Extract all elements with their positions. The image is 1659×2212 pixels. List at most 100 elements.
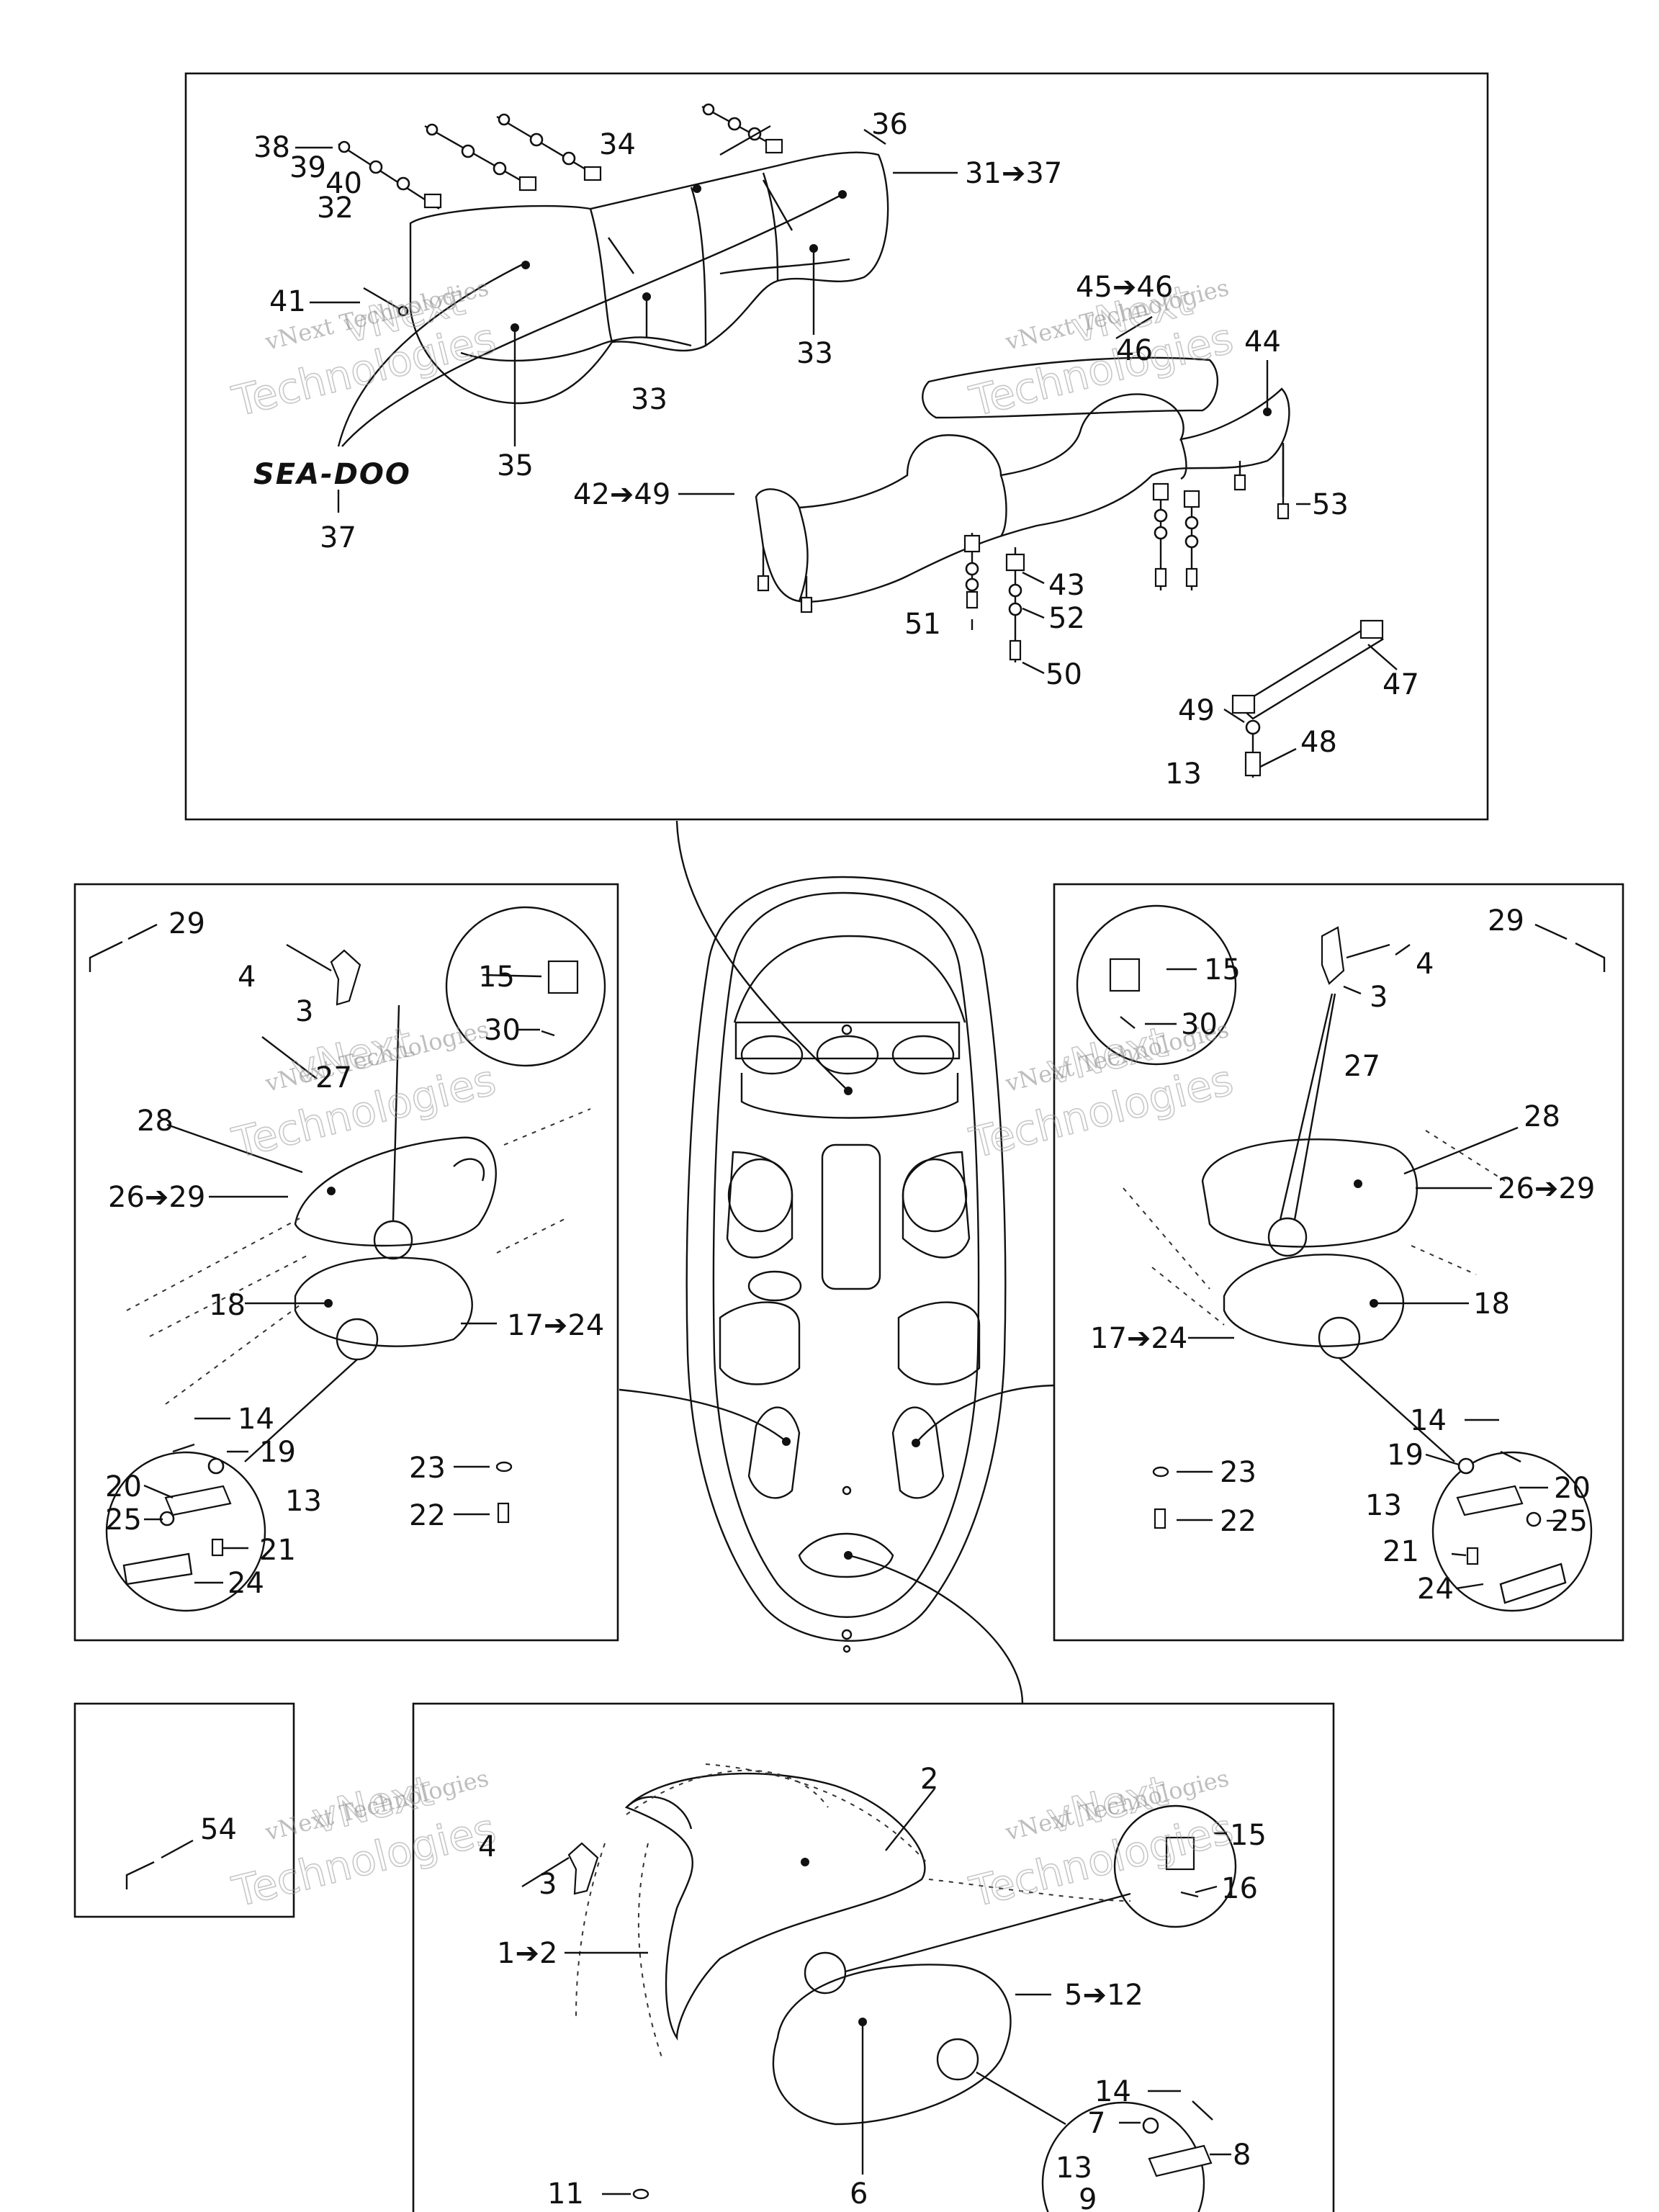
part-label-30-right: 30 bbox=[1181, 1008, 1218, 1041]
part-label-27-right: 27 bbox=[1344, 1050, 1380, 1083]
part-label-54: 54 bbox=[200, 1813, 237, 1846]
left-dots bbox=[324, 1187, 336, 1308]
part-label-15-bottom: 15 bbox=[1230, 1819, 1267, 1852]
part-label-18-right: 18 bbox=[1473, 1287, 1510, 1321]
part-label-3-right: 3 bbox=[1370, 981, 1388, 1014]
watermarks: vNext vNext Technologies Technologies vN… bbox=[227, 274, 1238, 1917]
part-label-20-right: 20 bbox=[1554, 1472, 1591, 1505]
part-label-2: 2 bbox=[920, 1763, 938, 1796]
part-label-15-right: 15 bbox=[1204, 953, 1241, 986]
part-label-14-bottom: 14 bbox=[1094, 2075, 1131, 2108]
fastener-41 bbox=[363, 287, 409, 317]
left-panel-leaders bbox=[143, 974, 542, 1584]
part-label-50: 50 bbox=[1046, 658, 1082, 691]
part-label-24-right: 24 bbox=[1417, 1573, 1454, 1606]
part-label-22-right: 22 bbox=[1220, 1505, 1256, 1538]
part-label-47: 47 bbox=[1382, 668, 1419, 701]
part-label-51: 51 bbox=[904, 608, 941, 641]
part-label-45-46: 45➔46 bbox=[1076, 271, 1173, 304]
part-label-28: 28 bbox=[137, 1105, 174, 1138]
hull-to-bottom-leader bbox=[848, 1554, 1024, 1704]
part-label-15: 15 bbox=[478, 961, 515, 994]
labels-left: 29 4 3 15 30 27 28 26➔29 18 17➔24 14 19 … bbox=[105, 907, 604, 1600]
part-label-22: 22 bbox=[409, 1499, 446, 1532]
hull-to-right-leader bbox=[915, 1384, 1055, 1444]
part-label-7: 7 bbox=[1087, 2107, 1105, 2140]
part-label-4-bottom: 4 bbox=[478, 1830, 496, 1863]
part-label-46: 46 bbox=[1116, 334, 1153, 367]
bottom-dots bbox=[801, 1858, 867, 2026]
part-label-29: 29 bbox=[168, 907, 205, 940]
seat-cushion bbox=[755, 356, 1290, 603]
part-label-21-right: 21 bbox=[1382, 1535, 1419, 1568]
hull-outline bbox=[685, 876, 1007, 1653]
part-label-13-bottom: 13 bbox=[1056, 2152, 1092, 2185]
part-label-27: 27 bbox=[315, 1061, 352, 1094]
part-label-26-29-right: 26➔29 bbox=[1498, 1172, 1595, 1205]
logo-decal: SEA-DOO bbox=[253, 193, 843, 491]
part-label-28-right: 28 bbox=[1524, 1100, 1560, 1133]
part-label-1-2: 1➔2 bbox=[497, 1937, 557, 1970]
part-label-30: 30 bbox=[484, 1014, 521, 1047]
part-label-43: 43 bbox=[1048, 569, 1085, 602]
part-label-6: 6 bbox=[850, 2177, 868, 2211]
left-panel-parts bbox=[89, 906, 606, 1612]
part-label-37: 37 bbox=[320, 521, 356, 554]
part-label-44: 44 bbox=[1244, 325, 1281, 359]
part-label-3: 3 bbox=[295, 995, 313, 1028]
part-label-25-right: 25 bbox=[1551, 1505, 1588, 1538]
part-label-18: 18 bbox=[209, 1289, 246, 1322]
part-label-41: 41 bbox=[269, 285, 306, 318]
part-label-29-right: 29 bbox=[1488, 904, 1524, 938]
part-label-36: 36 bbox=[871, 108, 908, 141]
part-label-14: 14 bbox=[238, 1403, 274, 1436]
part-label-5-12: 5➔12 bbox=[1064, 1979, 1143, 2012]
part-label-17-24-right: 17➔24 bbox=[1090, 1322, 1187, 1355]
part-label-23-right: 23 bbox=[1220, 1456, 1256, 1489]
part-label-11: 11 bbox=[547, 2177, 584, 2211]
part-label-39: 39 bbox=[289, 151, 326, 184]
part-label-13: 13 bbox=[285, 1485, 322, 1518]
part-label-3-bottom: 3 bbox=[539, 1868, 557, 1901]
part-label-23: 23 bbox=[409, 1452, 446, 1485]
bottom-panel-parts bbox=[521, 1763, 1237, 2212]
part-label-25: 25 bbox=[105, 1503, 142, 1537]
part-label-19-right: 19 bbox=[1387, 1439, 1424, 1472]
seadoo-logo: SEA-DOO bbox=[253, 458, 411, 491]
part-label-34: 34 bbox=[599, 128, 636, 161]
leader-lines-top bbox=[295, 125, 1398, 768]
right-panel-frame bbox=[1053, 883, 1624, 1642]
part-label-19: 19 bbox=[259, 1436, 296, 1469]
part-label-16: 16 bbox=[1221, 1872, 1258, 1905]
part-label-20: 20 bbox=[105, 1470, 142, 1503]
part-label-8: 8 bbox=[1233, 2139, 1251, 2172]
part-label-48: 48 bbox=[1300, 726, 1337, 759]
hull-to-top-leader bbox=[675, 820, 849, 1092]
top-panel-frame bbox=[184, 72, 1489, 821]
part-label-33b: 33 bbox=[796, 337, 833, 370]
right-dots bbox=[1354, 1179, 1378, 1308]
part-label-13-right: 13 bbox=[1365, 1489, 1402, 1522]
part-label-32: 32 bbox=[317, 192, 354, 225]
part-label-17-24: 17➔24 bbox=[507, 1309, 604, 1342]
part-label-52: 52 bbox=[1048, 602, 1085, 635]
part-label-49: 49 bbox=[1178, 694, 1215, 727]
part-label-21: 21 bbox=[259, 1534, 296, 1567]
seat-strap bbox=[1231, 619, 1384, 720]
small-panel-parts bbox=[125, 1839, 194, 1889]
part-label-9: 9 bbox=[1079, 2183, 1097, 2212]
part-label-40: 40 bbox=[325, 167, 362, 200]
part-label-4-right: 4 bbox=[1416, 948, 1434, 981]
hull-to-left-leader bbox=[619, 1388, 787, 1442]
labels-small: 54 bbox=[200, 1813, 237, 1846]
part-label-14-right: 14 bbox=[1410, 1404, 1447, 1437]
part-label-26-29: 26➔29 bbox=[108, 1181, 205, 1214]
backrest-cushion bbox=[409, 151, 889, 405]
part-label-38: 38 bbox=[253, 131, 290, 164]
part-label-42-49: 42➔49 bbox=[573, 478, 670, 511]
part-label-4: 4 bbox=[238, 961, 256, 994]
left-panel-frame bbox=[73, 883, 619, 1642]
labels-right: 29 4 3 15 30 27 28 26➔29 18 17➔24 14 19 … bbox=[1090, 904, 1595, 1606]
seat-hardware bbox=[757, 443, 1290, 778]
